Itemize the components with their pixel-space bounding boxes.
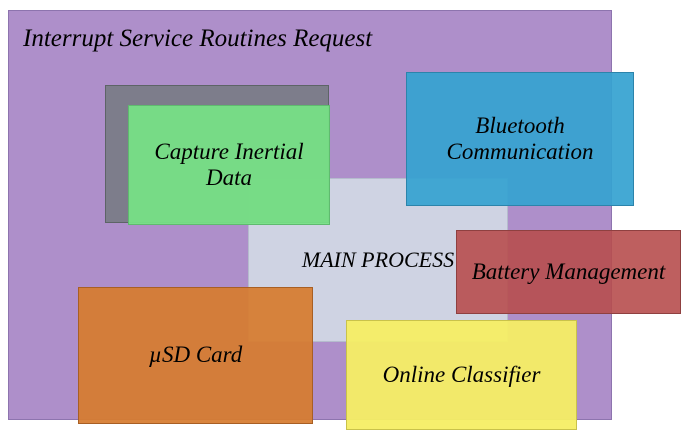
block-battery-management: Battery Management bbox=[456, 230, 681, 314]
block-label-capture-inertial-data: Capture Inertial Data bbox=[154, 138, 304, 190]
block-label-online-classifier: Online Classifier bbox=[382, 361, 541, 387]
block-online-classifier: Online Classifier bbox=[346, 320, 577, 430]
block-bluetooth-communication: Bluetooth Communication bbox=[406, 72, 634, 206]
block-label-main-process: MAIN PROCESS bbox=[301, 247, 455, 273]
block-usd-card: µSD Card bbox=[78, 287, 313, 424]
block-capture-inertial-data: Capture Inertial Data bbox=[128, 105, 330, 225]
block-label-isr: Interrupt Service Routines Request bbox=[23, 25, 373, 52]
block-label-battery-management: Battery Management bbox=[471, 258, 666, 284]
block-label-bluetooth-communication: Bluetooth Communication bbox=[446, 112, 594, 164]
block-label-usd-card: µSD Card bbox=[148, 342, 243, 368]
